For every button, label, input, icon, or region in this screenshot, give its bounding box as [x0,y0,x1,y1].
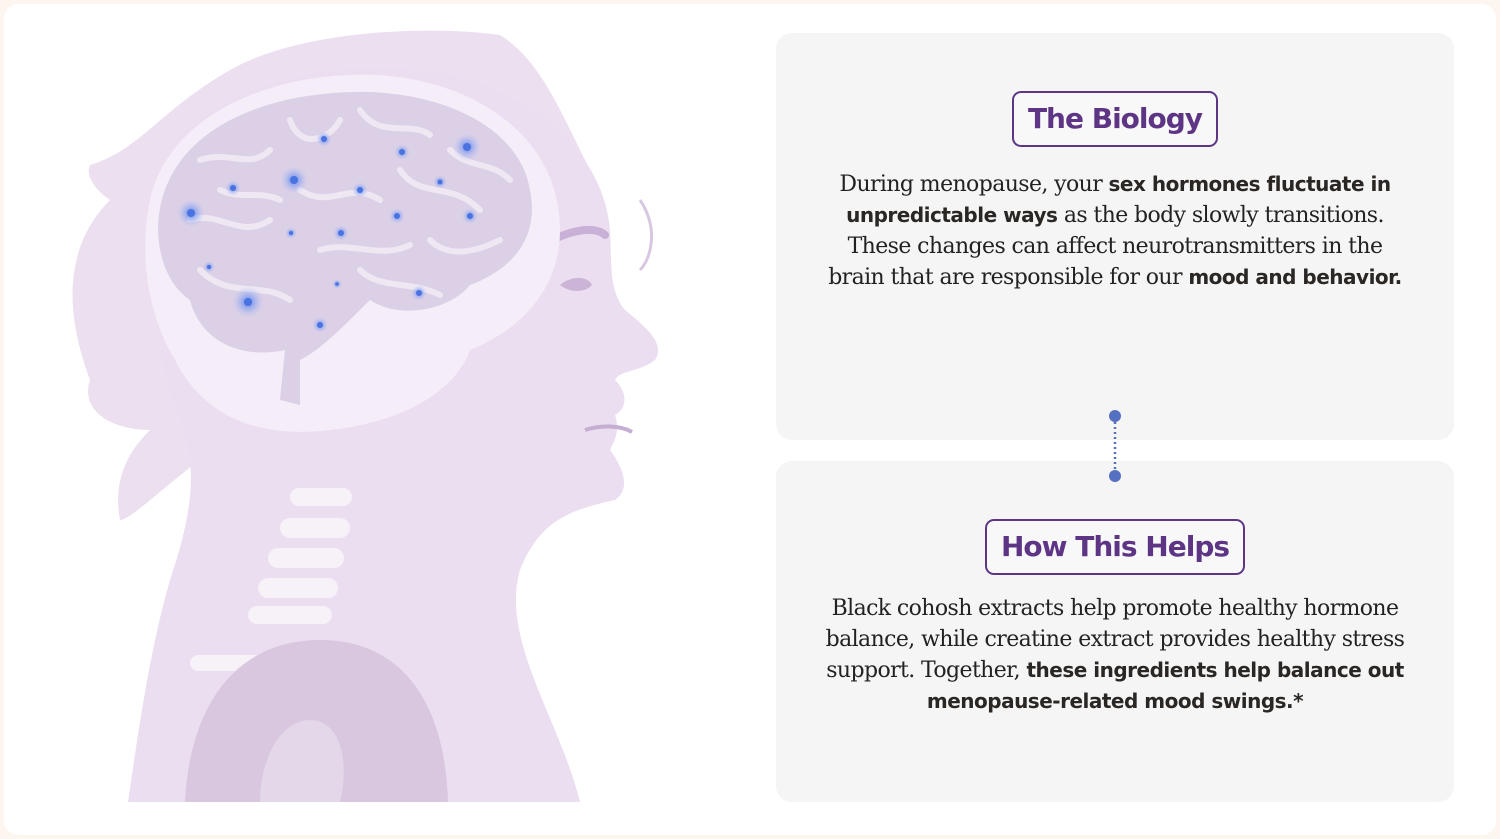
how-this-helps-card: How This Helps Black cohosh extracts hel… [776,461,1454,802]
head-brain-illustration [72,30,659,802]
text-segment: as the body slowly transitions. [1057,203,1385,228]
bold-segment: unpredictable ways [846,203,1058,227]
how-this-helps-text: Black cohosh extracts help promote healt… [795,593,1435,717]
text-segment: These changes can affect neurotransmitte… [847,234,1383,259]
biology-text: During menopause, your sex hormones fluc… [795,169,1435,293]
neuron-dots [177,131,481,333]
text-segment: support. Together, [826,658,1027,683]
text-segment: brain that are responsible for our [828,265,1189,290]
text-segment: balance, while creatine extract provides… [825,627,1405,652]
text-segment: During menopause, your [839,172,1109,197]
bold-segment: these ingredients help balance out [1026,658,1404,682]
biology-title: The Biology [1011,91,1219,147]
shoulder [185,640,448,802]
bold-segment: menopause-related mood swings.* [926,689,1304,713]
text-segment: Black cohosh extracts help promote healt… [831,596,1399,621]
bold-segment: mood and behavior. [1188,265,1402,289]
biology-card: The Biology During menopause, your sex h… [776,33,1454,440]
dotted-connector-icon [1109,410,1121,482]
how-this-helps-title: How This Helps [984,519,1246,575]
bold-segment: sex hormones fluctuate in [1108,172,1392,196]
